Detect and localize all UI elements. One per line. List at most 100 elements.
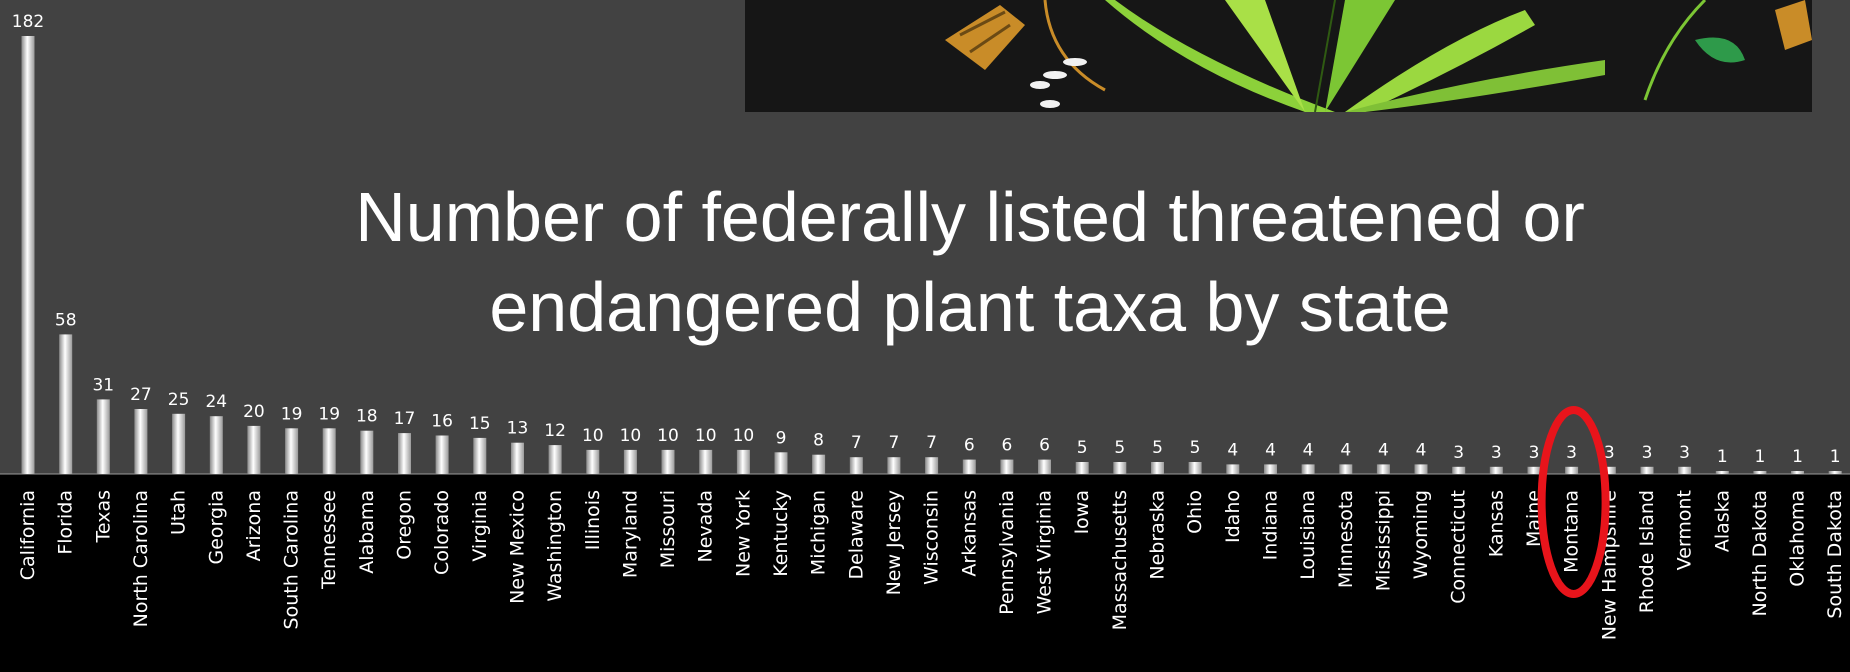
bar bbox=[1113, 462, 1127, 474]
tick-label: Maryland bbox=[619, 490, 641, 578]
bar bbox=[962, 459, 976, 474]
data-label: 12 bbox=[544, 421, 566, 441]
data-label: 10 bbox=[695, 426, 717, 446]
data-label: 15 bbox=[469, 414, 491, 434]
bar bbox=[21, 36, 35, 474]
data-label: 17 bbox=[394, 409, 416, 429]
bar bbox=[1489, 466, 1503, 474]
tick-label: Texas bbox=[92, 490, 114, 544]
tick-label: Ohio bbox=[1184, 490, 1206, 534]
data-label: 31 bbox=[92, 375, 114, 395]
data-label: 19 bbox=[281, 404, 303, 424]
bar bbox=[925, 457, 939, 474]
bar bbox=[699, 449, 713, 474]
data-label: 9 bbox=[776, 428, 787, 448]
tick-label: Alaska bbox=[1711, 490, 1733, 552]
tick-label: South Dakota bbox=[1824, 490, 1846, 619]
bar bbox=[134, 409, 148, 474]
tick-label: South Carolina bbox=[281, 490, 303, 629]
bar bbox=[322, 428, 336, 474]
data-label: 6 bbox=[1001, 436, 1012, 456]
tick-label: Pennsylvania bbox=[996, 490, 1018, 615]
data-label: 13 bbox=[507, 419, 529, 439]
data-label: 7 bbox=[888, 433, 899, 453]
title-line-2: endangered plant taxa by state bbox=[489, 268, 1451, 346]
bar bbox=[1565, 466, 1579, 474]
tick-label: West Virginia bbox=[1034, 490, 1056, 614]
bar bbox=[473, 437, 487, 474]
data-label: 8 bbox=[813, 431, 824, 451]
bar bbox=[1038, 459, 1051, 474]
bar bbox=[285, 428, 299, 474]
tick-label: Minnesota bbox=[1335, 490, 1357, 588]
bar bbox=[1264, 464, 1277, 474]
data-label: 3 bbox=[1642, 443, 1653, 463]
bar bbox=[1414, 464, 1428, 474]
data-label: 10 bbox=[620, 426, 642, 446]
bar bbox=[849, 457, 863, 474]
tick-label: Kansas bbox=[1485, 490, 1507, 557]
data-label: 3 bbox=[1453, 443, 1464, 463]
tick-label: Michigan bbox=[808, 490, 830, 575]
tick-label: Illinois bbox=[582, 490, 604, 550]
data-label: 5 bbox=[1190, 438, 1201, 458]
data-label: 4 bbox=[1340, 440, 1351, 460]
tick-label: Louisiana bbox=[1297, 490, 1319, 580]
bar bbox=[360, 430, 374, 474]
tick-label: Delaware bbox=[845, 490, 867, 580]
bar bbox=[1376, 464, 1390, 474]
tick-label: Arizona bbox=[243, 490, 265, 561]
data-label: 25 bbox=[168, 390, 190, 410]
data-label: 1 bbox=[1830, 447, 1841, 467]
tick-label: Missouri bbox=[657, 490, 679, 568]
data-label: 182 bbox=[12, 12, 44, 32]
data-label: 5 bbox=[1114, 438, 1125, 458]
data-label: 3 bbox=[1529, 443, 1540, 463]
bar bbox=[1226, 464, 1240, 474]
bar bbox=[586, 449, 600, 474]
data-label: 4 bbox=[1378, 440, 1389, 460]
data-label: 19 bbox=[318, 404, 340, 424]
data-label: 58 bbox=[55, 310, 77, 330]
tick-label: Georgia bbox=[205, 490, 227, 565]
tick-label: Colorado bbox=[431, 490, 453, 575]
bar bbox=[398, 433, 411, 474]
bar bbox=[435, 435, 449, 474]
tick-label: New Jersey bbox=[883, 490, 905, 595]
tick-label: Rhode Island bbox=[1636, 490, 1658, 613]
bar bbox=[172, 413, 186, 474]
data-label: 24 bbox=[205, 392, 227, 412]
data-label: 6 bbox=[1039, 436, 1050, 456]
data-label: 16 bbox=[431, 412, 453, 432]
tick-label: Connecticut bbox=[1448, 490, 1470, 604]
data-label: 4 bbox=[1303, 440, 1314, 460]
bar bbox=[1339, 464, 1353, 474]
bar bbox=[1075, 462, 1089, 474]
bar bbox=[887, 457, 901, 474]
tick-label: Mississippi bbox=[1372, 490, 1394, 591]
bar bbox=[1753, 471, 1767, 474]
tick-label: Massachusetts bbox=[1109, 490, 1131, 630]
tick-label: Oklahoma bbox=[1787, 490, 1809, 587]
data-label: 1 bbox=[1717, 447, 1728, 467]
tick-label: California bbox=[17, 490, 39, 580]
bar bbox=[1678, 466, 1692, 474]
tick-label: Utah bbox=[168, 490, 190, 535]
tick-label: Vermont bbox=[1674, 490, 1696, 570]
tick-label: Nevada bbox=[695, 490, 717, 563]
bar bbox=[1602, 466, 1616, 474]
tick-label: North Carolina bbox=[130, 490, 152, 627]
bar bbox=[1828, 471, 1842, 474]
tick-label: Washington bbox=[544, 490, 566, 602]
plant-illustration bbox=[745, 0, 1812, 112]
data-label: 3 bbox=[1679, 443, 1690, 463]
bar bbox=[774, 452, 788, 474]
tick-label: Indiana bbox=[1260, 490, 1282, 560]
data-label: 18 bbox=[356, 407, 378, 427]
data-label: 5 bbox=[1152, 438, 1163, 458]
data-label: 3 bbox=[1604, 443, 1615, 463]
data-label: 10 bbox=[657, 426, 679, 446]
bar bbox=[1715, 471, 1729, 474]
chart-title: Number of federally listed threatened or… bbox=[110, 172, 1830, 352]
